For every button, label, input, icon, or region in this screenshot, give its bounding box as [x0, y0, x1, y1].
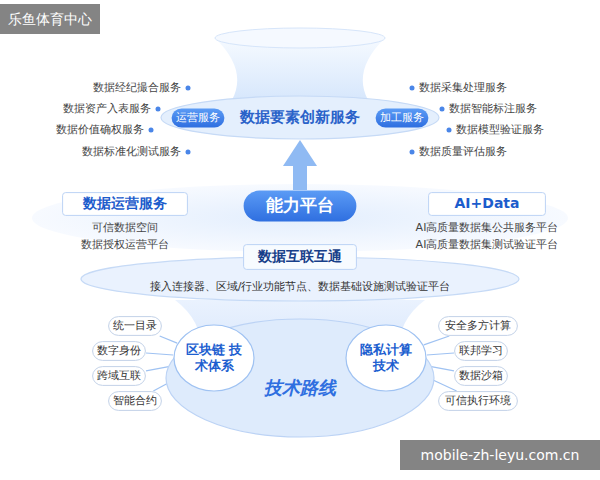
bullet-dots — [149, 86, 452, 155]
node-text: 隐私计算 技术 — [357, 342, 415, 375]
tech-route-disc: 技术路线区块链 技术体系 隐私计算 技术 — [165, 318, 435, 438]
platform-item: 数据授权运营平台 — [81, 238, 169, 252]
tech-item-pill: 安全多方计算 — [438, 316, 518, 336]
node-text: 接入连接器、区域/行业功能节点、数据基础设施测试验证平台 — [150, 280, 451, 294]
platform-pill: 能力平台 — [243, 190, 357, 222]
leader-connector — [146, 353, 173, 355]
platform-item: AI高质量数据集公共服务平台 — [416, 221, 559, 235]
node-text: 数字身份 — [97, 344, 141, 358]
node-text: 联邦学习 — [459, 344, 503, 358]
platform-box: AI+Data — [428, 192, 546, 216]
flow-arrow — [293, 166, 307, 190]
service-pill: 运营服务 — [171, 108, 225, 128]
service-pill: 加工服务 — [375, 108, 429, 128]
middle-glow — [32, 184, 568, 252]
service-item: 数据价值确权服务 — [56, 123, 144, 137]
service-item: 数据资产入表服务 — [63, 102, 151, 116]
top-rim — [215, 28, 385, 48]
service-item: 数据质量评估服务 — [419, 145, 507, 159]
node-text: 技术路线 — [264, 377, 336, 400]
service-item: 数据标准化测试服务 — [82, 145, 181, 159]
platform-box: 数据运营服务 — [62, 192, 188, 216]
interconnect-box: 数据互联互通 — [243, 244, 357, 270]
platform-item: 可信数据空间 — [92, 221, 158, 235]
node-text: 区块链 技术体系 — [185, 342, 243, 375]
leader-connector — [160, 336, 177, 343]
leader-connector — [424, 336, 449, 345]
node-text: 加工服务 — [380, 111, 424, 125]
watermark: mobile-zh-leyu.com.cn — [400, 440, 600, 470]
watermark: 乐鱼体育中心 — [0, 4, 100, 34]
tech-item-pill: 数据沙箱 — [454, 366, 508, 386]
node-text: 智能合约 — [113, 394, 157, 408]
node-text: 数据互联互通 — [258, 248, 342, 266]
node-text: 数据要素创新服务 — [240, 108, 360, 127]
node-text: 数据沙箱 — [459, 369, 503, 383]
node-text: 统一目录 — [113, 319, 157, 333]
tech-circle: 隐私计算 技术 — [345, 324, 427, 392]
node-text: 跨域互联 — [97, 369, 141, 383]
tech-item-pill: 智能合约 — [108, 391, 162, 411]
tech-item-pill: 统一目录 — [108, 316, 162, 336]
node-text: 安全多方计算 — [445, 319, 511, 333]
tech-item-pill: 跨域互联 — [92, 366, 146, 386]
platform-item: AI高质量数据集测试验证平台 — [416, 238, 559, 252]
tech-item-pill: 数字身份 — [92, 341, 146, 361]
service-item: 数据经纪撮合服务 — [93, 81, 181, 95]
service-band: 数据要素创新服务 运营服务 加工服务 — [160, 95, 440, 140]
service-item: 数据智能标注服务 — [449, 102, 537, 116]
tech-circle: 区块链 技术体系 — [173, 324, 255, 392]
service-item: 数据模型验证服务 — [456, 123, 544, 137]
service-item: 数据采集处理服务 — [419, 81, 507, 95]
node-text: 运营服务 — [176, 111, 220, 125]
tech-item-pill: 可信执行环境 — [438, 391, 518, 411]
node-text: 数据运营服务 — [83, 195, 167, 213]
node-text: AI+Data — [455, 195, 520, 213]
tech-item-pill: 联邦学习 — [454, 341, 508, 361]
node-text: 可信执行环境 — [445, 394, 511, 408]
node-text: 能力平台 — [266, 195, 334, 216]
leader-connector — [427, 353, 454, 355]
